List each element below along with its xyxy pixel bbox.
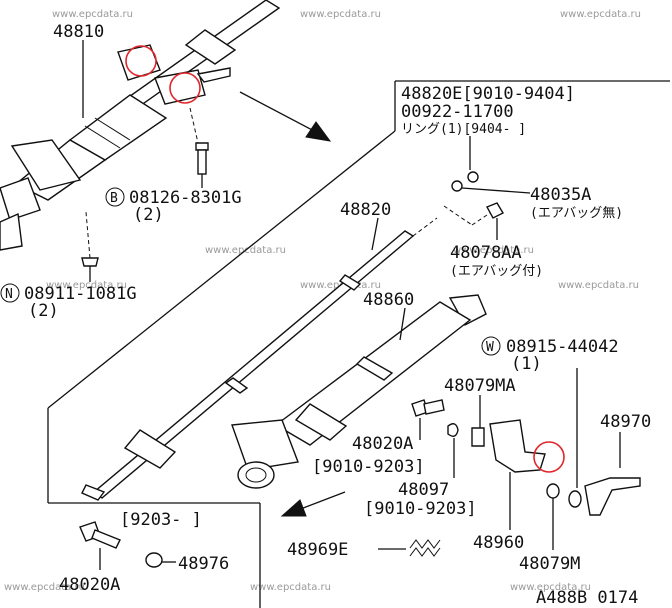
watermark: www.epcdata.ru [300, 9, 381, 20]
direction-arrow [239, 91, 332, 142]
part-qty-nut: (2) [28, 301, 59, 321]
universal-joint-lower [0, 212, 23, 251]
lower-bracket [231, 419, 299, 471]
part-label-48097: 48097 [398, 480, 449, 500]
shaft-body [92, 230, 415, 499]
part-label-48820E: 48820E[9010-9404] [401, 84, 575, 104]
lower-bushing [237, 461, 275, 489]
bolt-head [195, 142, 209, 151]
part-note-48035A: (エアバッグ無) [530, 206, 623, 221]
upper-bracket [117, 44, 161, 81]
part-label-nut: 08911-1081G [24, 284, 137, 304]
washer-marker-circle [481, 336, 501, 356]
shaft-end [81, 484, 106, 501]
nut-48079M [546, 483, 560, 499]
watermark: www.epcdata.ru [46, 280, 127, 291]
tube-clip [355, 356, 394, 381]
highlight-circle [125, 45, 157, 77]
highlight-circle [169, 72, 201, 104]
watermark: www.epcdata.ru [560, 9, 641, 20]
part-label-48969E: 48969E [287, 540, 348, 560]
lower-mount-bracket [10, 139, 82, 191]
dashed-leader [189, 107, 199, 144]
washer-part [568, 490, 582, 508]
shaft-joint [123, 429, 177, 469]
spring-washer-48097 [447, 423, 459, 437]
washer-marker-letter: W [486, 340, 494, 355]
part-range-48020A: [9010-9203] [312, 457, 425, 477]
dashed-leader [412, 217, 438, 237]
upper-strap [196, 67, 231, 83]
bolt-shank [423, 399, 445, 415]
strap-48970 [584, 477, 641, 516]
part-label-48970: 48970 [600, 412, 651, 432]
lower-bushing-inner [245, 467, 267, 483]
inset-label-48976: 48976 [178, 554, 229, 574]
inset-label-48020A: 48020A [59, 575, 120, 595]
clip-48079MA [471, 427, 485, 447]
part-range-48097: [9010-9203] [364, 499, 477, 519]
steering-shaft-48820 [81, 217, 438, 501]
part-label-48960: 48960 [473, 533, 524, 553]
inset-part-48976 [145, 552, 163, 568]
part-label-48860: 48860 [363, 290, 414, 310]
inset-arrow [280, 491, 346, 517]
part-qty-bolt: (2) [133, 205, 164, 225]
shaft-collar [338, 274, 362, 291]
universal-joint [0, 177, 41, 221]
part-label-48035A: 48035A [530, 185, 591, 205]
washer-part [451, 180, 463, 192]
upper-tube-collar [184, 29, 237, 65]
part-label-48078AA: 48078AA [450, 243, 522, 263]
part-label-ring: リング(1)[9404- ] [401, 122, 526, 137]
tube-band [84, 125, 121, 149]
dashed-leader [443, 205, 473, 226]
part-label-48020A: 48020A [352, 434, 413, 454]
part-label-48810: 48810 [53, 22, 104, 42]
dashed-leader [85, 211, 91, 259]
frame-lines [47, 80, 670, 608]
part-label-48079M: 48079M [519, 554, 580, 574]
part-label-bolt: 08126-8301G [129, 188, 242, 208]
bracket-48960 [489, 419, 546, 473]
highlight-circle [533, 441, 565, 473]
part-label-00922: 00922-11700 [401, 102, 514, 122]
bolt-marker-letter: B [110, 191, 118, 206]
spring-48969E [409, 539, 441, 557]
watermark: www.epcdata.ru [52, 9, 133, 20]
bolt-shank [197, 149, 207, 175]
bolt-marker-circle [105, 187, 125, 207]
watermark: www.epcdata.ru [510, 582, 591, 593]
upper-column-assembly [0, 0, 281, 267]
part-qty-washer: (1) [511, 354, 542, 374]
tube-band [94, 117, 131, 141]
tube-band [294, 403, 348, 441]
part-label-48079MA: 48079MA [444, 376, 516, 396]
column-tube-48860 [231, 294, 487, 489]
inset-range: [9203- ] [120, 510, 202, 530]
part-label-48820: 48820 [340, 200, 391, 220]
leader-line [399, 307, 406, 341]
diagram-code: A488B 0174 [536, 588, 638, 608]
bolt-shank [91, 529, 121, 549]
dashed-leader [471, 212, 491, 226]
inset-bolt [79, 521, 121, 549]
nut [81, 257, 99, 267]
nut-48078AA [486, 202, 504, 219]
part-label-washer: 08915-44042 [506, 337, 619, 357]
nut-marker-circle [0, 283, 20, 303]
watermark: www.epcdata.ru [453, 245, 534, 256]
watermark: www.epcdata.ru [4, 582, 85, 593]
watermark: www.epcdata.ru [558, 280, 639, 291]
shaft-collar [224, 377, 249, 394]
nut-marker-letter: N [5, 287, 13, 302]
leader-line [371, 217, 379, 251]
part-note-48078AA: (エアバッグ付) [450, 264, 543, 279]
watermark: www.epcdata.ru [250, 582, 331, 593]
ring-part [467, 171, 479, 183]
leader-line [461, 187, 531, 194]
